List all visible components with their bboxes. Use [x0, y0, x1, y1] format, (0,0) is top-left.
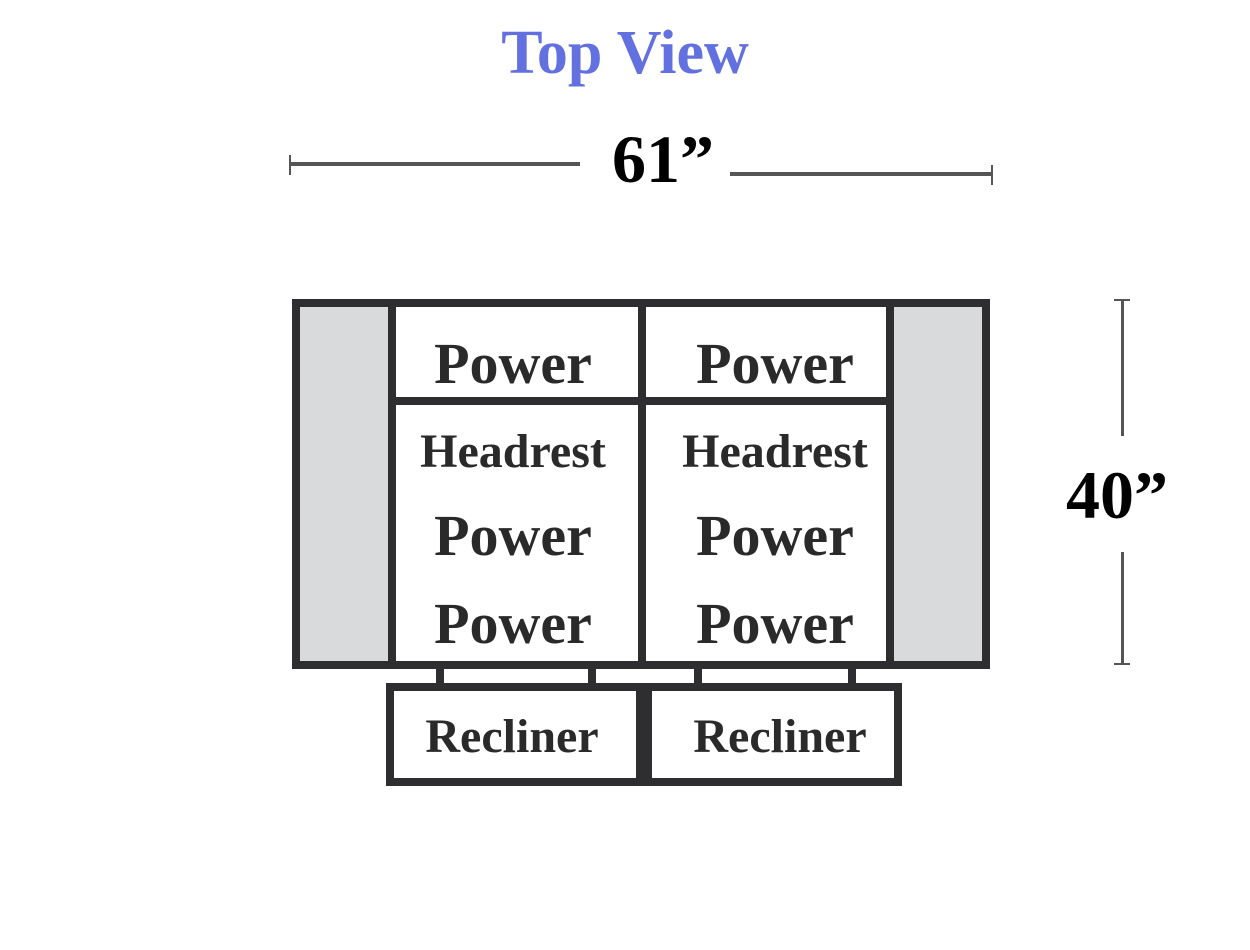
- right-arm: [886, 299, 990, 669]
- width-right-line: [730, 172, 992, 176]
- left-arm: [292, 299, 396, 669]
- seat-1-footrest: [386, 683, 644, 786]
- width-left-line: [290, 162, 580, 166]
- seat-2-line-2: Power: [696, 503, 854, 568]
- width-label: 61”: [612, 121, 714, 197]
- depth-label: 40”: [1066, 457, 1168, 533]
- seat-2-footrest: [644, 683, 902, 786]
- depth-top-line: [1121, 300, 1124, 436]
- seat-2-footrest-label: Recliner: [693, 710, 867, 763]
- seat-1-line-2: Power: [434, 503, 592, 568]
- seat-1-footrest-label: Recliner: [425, 710, 599, 763]
- width-right-tick: [991, 165, 993, 185]
- seat-2-line-1: Headrest: [682, 425, 868, 478]
- depth-bottom-line: [1121, 552, 1124, 664]
- seat-2-top-label: Power: [696, 331, 854, 396]
- depth-bottom-tick: [1114, 663, 1130, 665]
- seat-2-line-3: Power: [696, 591, 854, 656]
- seat-1-line-3: Power: [434, 591, 592, 656]
- diagram-title: Top View: [501, 19, 749, 87]
- seat-1-line-1: Headrest: [420, 425, 606, 478]
- seat-1-top-label: Power: [434, 331, 592, 396]
